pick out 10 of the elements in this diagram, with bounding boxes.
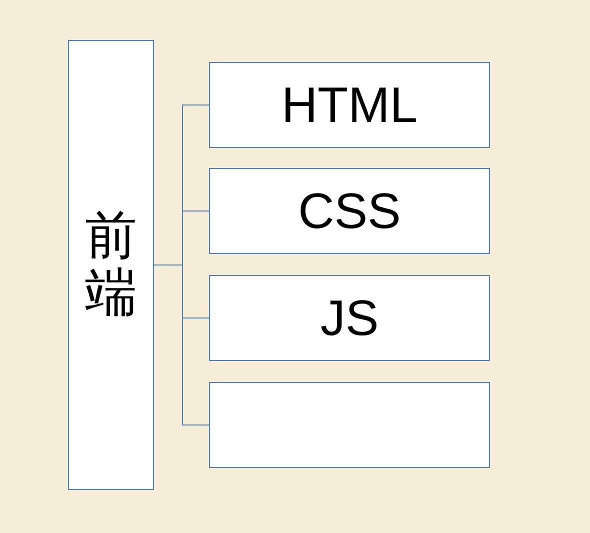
item-label: CSS <box>298 182 401 240</box>
item-box <box>209 275 490 361</box>
category-label: 前端 <box>85 208 137 322</box>
connector-line <box>154 264 210 426</box>
category-box <box>68 40 154 490</box>
item-box <box>209 168 490 254</box>
item-label: HTML <box>281 76 418 134</box>
item-label: JS <box>320 289 379 347</box>
item-box <box>209 382 490 468</box>
item-box <box>209 62 490 148</box>
